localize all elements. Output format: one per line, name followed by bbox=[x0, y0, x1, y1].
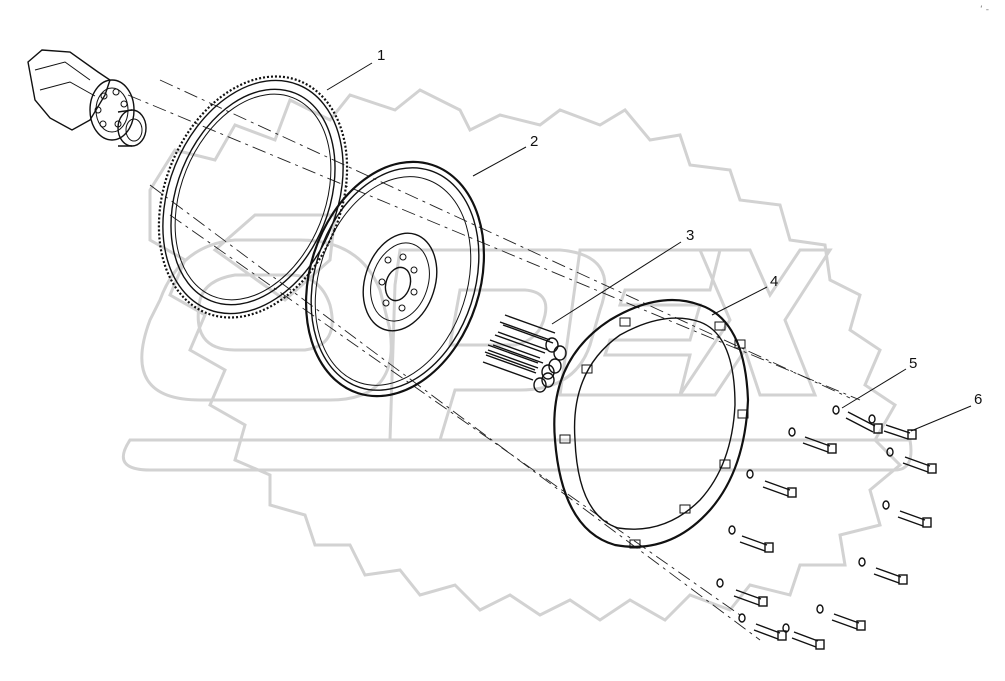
flywheel bbox=[304, 160, 486, 398]
leader-lines bbox=[326, 62, 972, 432]
callout-5: 5 bbox=[909, 355, 917, 372]
adapter-ring bbox=[553, 298, 750, 549]
flywheel-bolts bbox=[482, 314, 567, 393]
callout-3: 3 bbox=[686, 227, 694, 244]
ring-gear bbox=[157, 75, 349, 319]
callout-4: 4 bbox=[770, 273, 778, 290]
adapter-bolts bbox=[733, 411, 937, 650]
corner-mark: ʻ - bbox=[980, 5, 989, 15]
crankshaft-end bbox=[27, 49, 147, 147]
callout-6: 6 bbox=[974, 391, 982, 408]
callout-1: 1 bbox=[377, 47, 385, 64]
callout-2: 2 bbox=[530, 133, 538, 150]
